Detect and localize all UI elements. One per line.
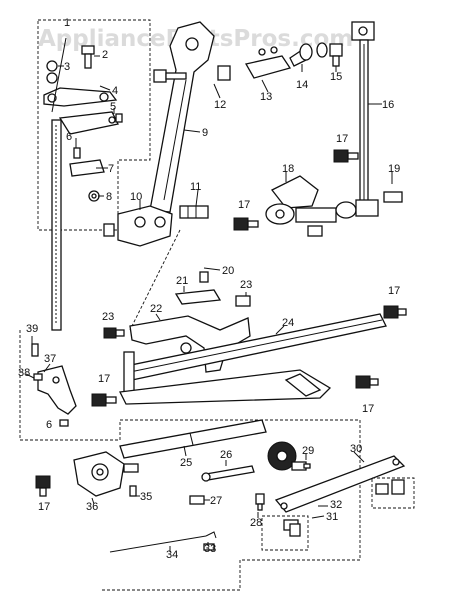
- part-screw-17-a: [333, 149, 359, 163]
- part-tall-rod-16: [351, 21, 375, 211]
- group-outline-shaft: [129, 229, 181, 331]
- callout-1: 1: [64, 17, 70, 29]
- part-link-arm-5: [58, 111, 123, 135]
- callout-26: 26: [220, 449, 232, 461]
- part-plate-13: [244, 42, 328, 79]
- part-gear-29: [267, 441, 311, 471]
- part-crank-36: [73, 451, 139, 497]
- group-outline-lower-frame: [19, 330, 361, 591]
- part-screw-17-b: [233, 217, 259, 231]
- part-screw-23: [103, 327, 125, 339]
- part-screw-17-c: [383, 305, 407, 319]
- callout-31: 31: [326, 511, 338, 523]
- part-tube-25: [119, 419, 267, 459]
- callout-12: 12: [214, 99, 226, 111]
- part-vertical-shaft: [43, 87, 118, 331]
- group-outline-top-left: [37, 19, 151, 231]
- part-screw-12: [153, 65, 231, 83]
- callout-19: 19: [388, 163, 400, 175]
- callout-14: 14: [296, 79, 308, 91]
- inset-box-31: [261, 515, 309, 551]
- callout-4: 4: [112, 85, 118, 97]
- callout-28: 28: [250, 517, 262, 529]
- part-crank-7: [69, 147, 105, 202]
- callout-17-right: 17: [388, 285, 400, 297]
- part-lower-arm: [119, 369, 332, 405]
- callout-10: 10: [130, 191, 142, 203]
- part-screw-15: [329, 43, 343, 67]
- callout-3: 3: [64, 61, 70, 73]
- callout-9: 9: [202, 127, 208, 139]
- part-pin-26: [189, 465, 255, 505]
- part-nut-3: [46, 60, 58, 84]
- callout-29: 29: [302, 445, 314, 457]
- callout-39: 39: [26, 323, 38, 335]
- callout-5: 5: [110, 101, 116, 113]
- callout-34: 34: [166, 549, 178, 561]
- callout-20: 20: [222, 265, 234, 277]
- part-plate-21: [174, 271, 251, 307]
- callout-32: 32: [330, 499, 342, 511]
- part-wire-34: [109, 531, 217, 553]
- part-bracket-37: [31, 343, 77, 427]
- callout-17-bottom-left: 17: [38, 501, 50, 513]
- callout-18: 18: [282, 163, 294, 175]
- part-bar-30: [274, 455, 406, 537]
- callout-35: 35: [140, 491, 152, 503]
- callout-16: 16: [382, 99, 394, 111]
- callout-17-lower-right: 17: [362, 403, 374, 415]
- callout-22: 22: [150, 303, 162, 315]
- callout-24: 24: [282, 317, 294, 329]
- callout-8: 8: [106, 191, 112, 203]
- callout-25: 25: [180, 457, 192, 469]
- callout-2: 2: [102, 49, 108, 61]
- part-lever-arm-9: [149, 21, 215, 213]
- callout-17-mid: 17: [238, 199, 250, 211]
- callout-6-upper: 6: [66, 131, 72, 143]
- callout-11: 11: [190, 181, 201, 193]
- callout-27: 27: [210, 495, 222, 507]
- callout-33: 33: [204, 543, 216, 555]
- callout-36: 36: [86, 501, 98, 513]
- part-screw-17-d: [91, 393, 117, 407]
- part-screw-17-f: [35, 475, 51, 497]
- callout-38: 38: [18, 367, 30, 379]
- callout-17-upper-right: 17: [336, 133, 348, 145]
- callout-17-left: 17: [98, 373, 110, 385]
- part-bracket-18: [265, 175, 403, 237]
- part-hub-10: [103, 205, 209, 247]
- callout-30: 30: [350, 443, 362, 455]
- part-shaft-24: [123, 313, 387, 393]
- callout-37: 37: [44, 353, 56, 365]
- callout-7: 7: [108, 163, 114, 175]
- callout-6-lower: 6: [46, 419, 52, 431]
- inset-box-32: [371, 477, 415, 509]
- callout-13: 13: [260, 91, 272, 103]
- leader-lines: [25, 37, 393, 552]
- part-screw-2: [81, 45, 95, 69]
- part-screw-28: [255, 493, 265, 511]
- callout-15: 15: [330, 71, 342, 83]
- part-screw-17-e: [355, 375, 379, 389]
- callout-21: 21: [176, 275, 188, 287]
- callout-23-right: 23: [240, 279, 252, 291]
- callout-23-left: 23: [102, 311, 114, 323]
